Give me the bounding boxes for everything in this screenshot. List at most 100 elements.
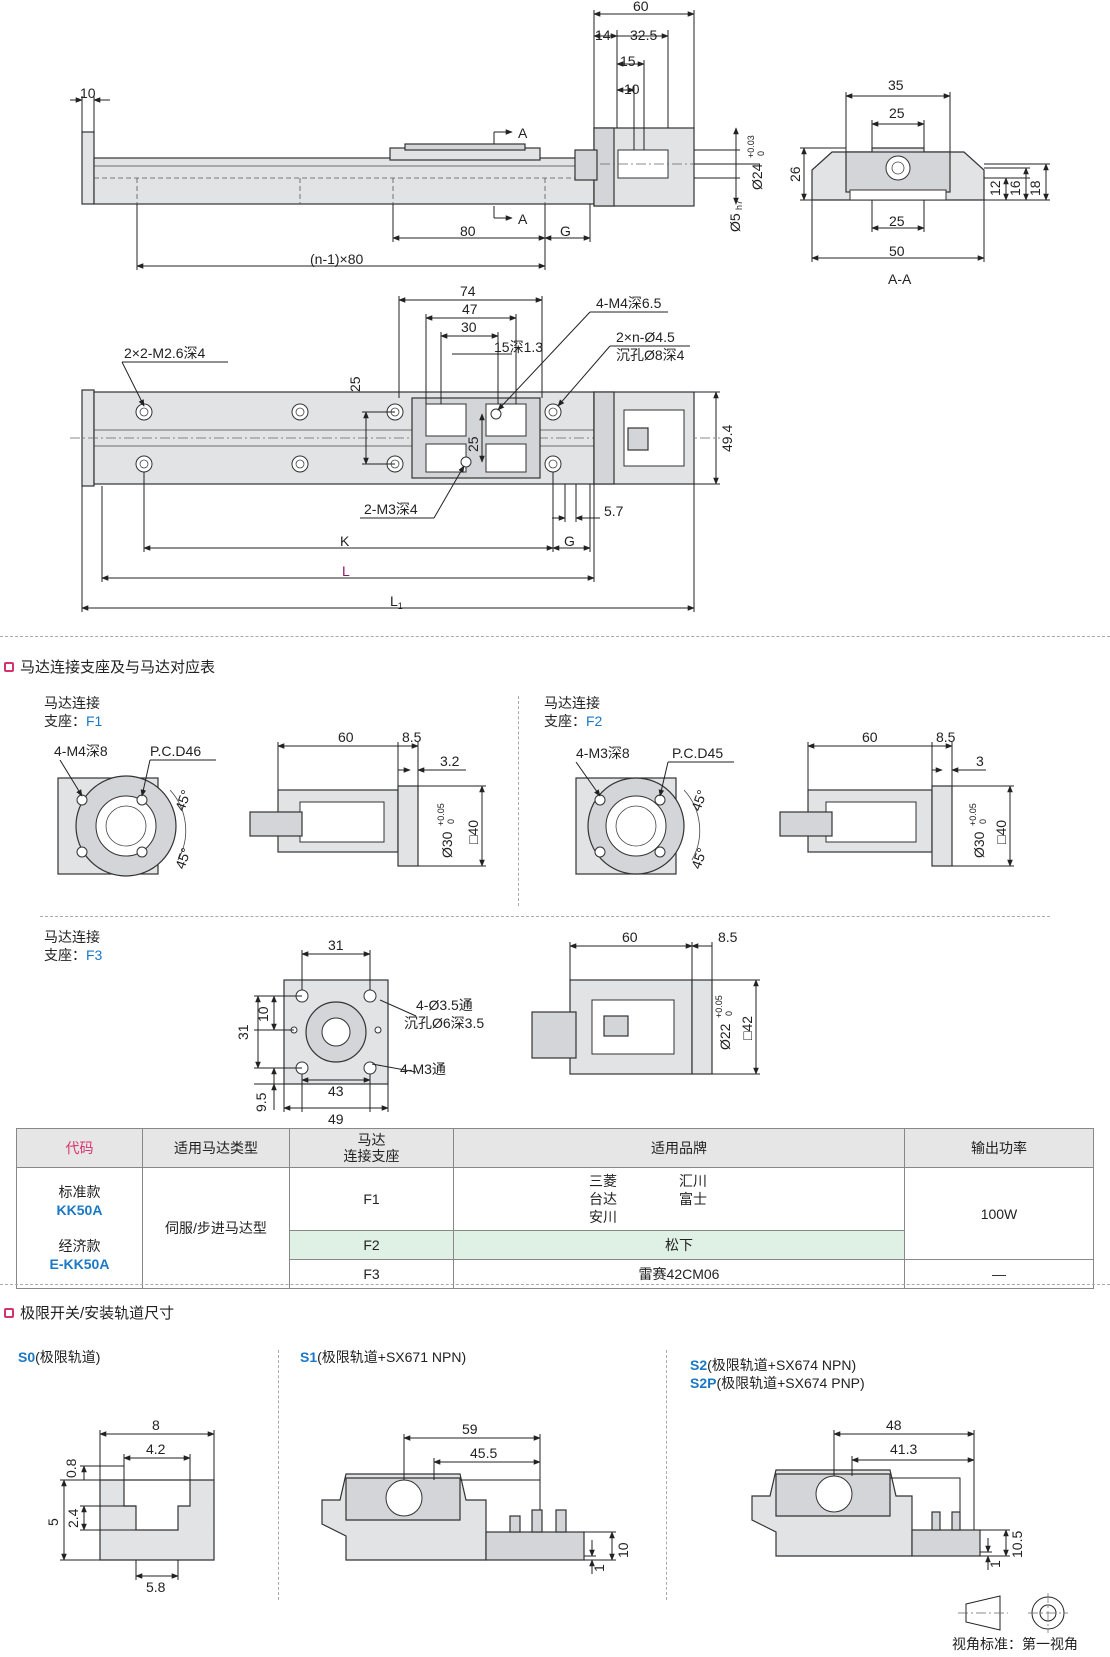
dim-aa-25-bottom: 25	[889, 213, 905, 229]
f1-dim-d30: Ø30	[439, 831, 455, 858]
f1-angle-1: 45°	[172, 788, 194, 813]
s1-drawing: 59 45.5 10 1	[321, 1421, 631, 1574]
dim-80: 80	[460, 223, 476, 239]
dim-32-5: 32.5	[630, 27, 657, 43]
limit-section-title: 极限开关/安装轨道尺寸	[20, 1305, 175, 1322]
dim-k: K	[340, 533, 350, 549]
dim-aa-18: 18	[1027, 180, 1043, 196]
f2-angle-2: 45°	[688, 846, 710, 871]
s1-label: S1(极限轨道+SX671 NPN)	[300, 1349, 467, 1365]
dim-aa-12: 12	[987, 180, 1003, 196]
s0-drawing: 8 4.2 0.8 5 2.4 5.8	[45, 1417, 215, 1595]
th-code: 代码	[16, 1128, 143, 1168]
f2-callout-m3: 4-M3深8	[576, 745, 630, 761]
dim-l1: L1	[390, 593, 403, 611]
dim-10-end: 10	[80, 85, 96, 101]
s2-drawing: 48 41.3 10.5 1	[751, 1417, 1025, 1570]
s0-dim-5: 5	[45, 1518, 61, 1526]
f1-dim-60: 60	[338, 729, 354, 745]
f2-drawings: 4-M3深8 P.C.D45 45° 45° 60 8.5 3 Ø30 +0.0…	[575, 729, 1014, 875]
f2-angle-1: 45°	[688, 788, 710, 813]
f3-dim-43: 43	[328, 1083, 344, 1099]
s0-dim-5-8: 5.8	[146, 1579, 166, 1595]
f2-code: F2	[586, 713, 603, 729]
f1-code: F1	[86, 713, 103, 729]
plan-view: 74 47 30 15深1.3 25 25 49.4 5.7 K G L L1 …	[70, 283, 735, 612]
f3-callout-m3: 4-M3通	[400, 1061, 446, 1077]
s0-dim-8: 8	[152, 1417, 160, 1433]
s1-dim-10: 10	[615, 1542, 631, 1558]
motor-section-header: 马达连接支座及与马达对应表	[4, 656, 215, 677]
f2-dim-sq40: □40	[993, 820, 1009, 844]
dim-14: 14	[595, 27, 611, 43]
section-bullet-icon	[4, 1307, 14, 1318]
cell-brand-f1: 三菱汇川 台达富士 安川	[453, 1167, 905, 1231]
f3-code: F3	[86, 947, 103, 963]
section-aa-view: 35 25 26 12 16 18 25 50 A-A	[787, 77, 1050, 287]
f3-dim-9-5: 9.5	[253, 1092, 269, 1112]
side-view: 60 14 32.5 15 10 10 80 G (n-1)×80 A A Ø2…	[70, 0, 766, 270]
f2-dim-d30: Ø30	[971, 831, 987, 858]
cell-power-100w: 100W	[904, 1167, 1094, 1260]
f1-dim-8-5: 8.5	[402, 729, 422, 745]
section-aa-title: A-A	[888, 271, 912, 287]
f2-label: 马达连接 支座：F2	[544, 695, 603, 729]
limit-section-header: 极限开关/安装轨道尺寸	[4, 1302, 174, 1323]
f3-drawings: 31 31 10 9.5 43 49 60 8.5 Ø22 +0.05 0 □4…	[235, 929, 760, 1127]
dim-25-plan: 25	[347, 376, 363, 392]
f1-dim-sq40: □40	[465, 820, 481, 844]
code-kk50a: KK50A	[56, 1202, 103, 1218]
dim-15: 15	[620, 53, 636, 69]
end-plate-left	[81, 131, 95, 205]
dim-25-slider: 25	[465, 436, 481, 452]
dim-shaft-5: Ø5	[727, 213, 743, 232]
cell-seat-f2: F2	[289, 1230, 454, 1260]
f1-callout-pcd: P.C.D46	[150, 743, 201, 759]
motor-section-title: 马达连接支座及与马达对应表	[20, 659, 216, 676]
dim-74: 74	[460, 283, 476, 299]
f3-callout-counterbore: 沉孔Ø6深3.5	[404, 1015, 484, 1031]
section-mark-a-top: A	[518, 125, 528, 141]
th-power: 输出功率	[904, 1128, 1094, 1168]
svg-text:0: 0	[724, 1011, 734, 1016]
th-motor-type: 适用马达类型	[142, 1128, 290, 1168]
s2-dim-41-3: 41.3	[890, 1441, 917, 1457]
f3-dim-31-h: 31	[328, 937, 344, 953]
cell-code: 标准款 KK50A 经济款 E-KK50A	[16, 1167, 143, 1289]
f1-callout-m4: 4-M4深8	[54, 743, 108, 759]
dim-l: L	[342, 563, 350, 579]
dim-aa-35: 35	[888, 77, 904, 93]
svg-text:h7: h7	[734, 200, 744, 210]
s1-dim-45-5: 45.5	[470, 1445, 497, 1461]
dim-5-7: 5.7	[604, 503, 624, 519]
dim-30: 30	[461, 319, 477, 335]
s0-dim-2-4: 2.4	[65, 1508, 81, 1528]
svg-text:0: 0	[756, 151, 766, 156]
s1-dim-1: 1	[591, 1564, 607, 1572]
f3-dim-sq42: □42	[739, 1016, 755, 1040]
dim-n-1-80: (n-1)×80	[310, 251, 364, 267]
dim-g-side: G	[560, 223, 571, 239]
svg-text:+0.03: +0.03	[746, 135, 756, 158]
section-mark-a-bottom: A	[518, 211, 528, 227]
motor-seat-table: 代码 适用马达类型 马达连接支座 适用品牌 输出功率 标准款 KK50A 经济款…	[16, 1128, 1094, 1289]
f3-dim-10: 10	[255, 1006, 271, 1022]
th-brand: 适用品牌	[453, 1128, 905, 1168]
dim-g-plan: G	[564, 533, 575, 549]
code-e-kk50a: E-KK50A	[49, 1256, 110, 1272]
dim-10-shaft: 10	[624, 81, 640, 97]
dim-aa-26: 26	[787, 166, 803, 182]
f2-dim-8-5: 8.5	[936, 729, 956, 745]
callout-4-m4: 4-M4深6.5	[596, 295, 662, 311]
s2-label: S2(极限轨道+SX674 NPN) S2P(极限轨道+SX674 PNP)	[690, 1357, 865, 1391]
view-standard-label: 视角标准：第一视角	[952, 1636, 1078, 1652]
f3-dim-8-5: 8.5	[718, 929, 738, 945]
f2-dim-60: 60	[862, 729, 878, 745]
s0-dim-4-2: 4.2	[146, 1441, 166, 1457]
f2-dim-3: 3	[976, 753, 984, 769]
svg-text:+0.05: +0.05	[968, 803, 978, 826]
dim-47: 47	[462, 301, 478, 317]
dim-aa-25-top: 25	[889, 105, 905, 121]
f3-callout-hole: 4-Ø3.5通	[416, 997, 473, 1013]
